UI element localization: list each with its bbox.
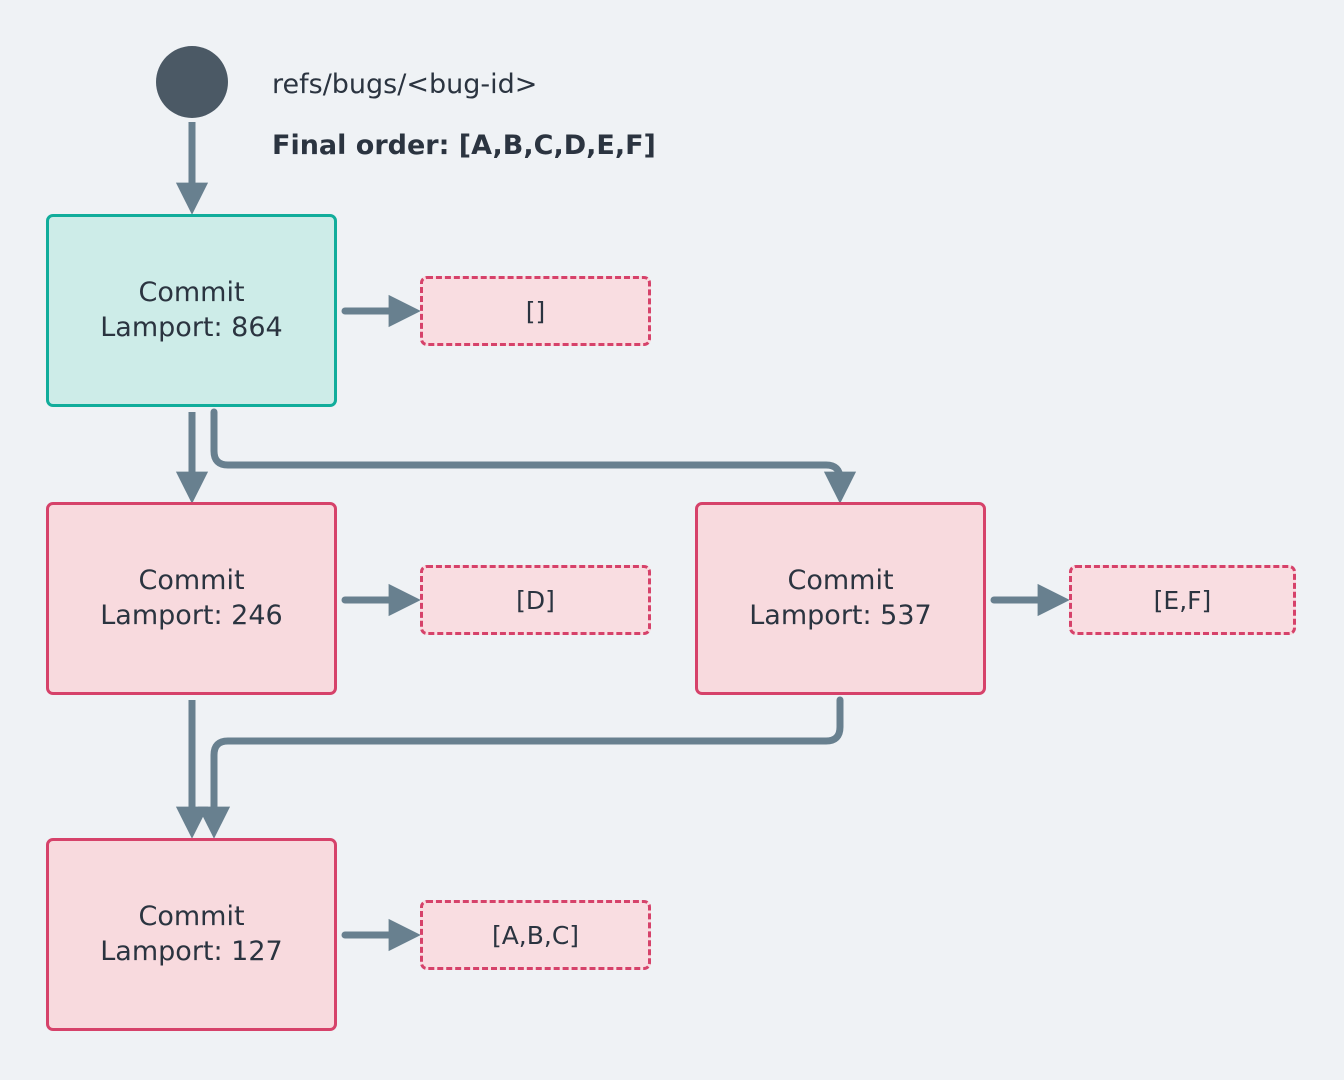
start-dot [156,46,228,118]
edge-864-to-537 [210,408,857,504]
commit-node-537[interactable]: Commit Lamport: 537 [695,502,986,695]
commit-node-127-title: Commit [138,900,245,932]
commit-node-246-title: Commit [138,564,245,596]
annotation-box-537: [E,F] [1069,565,1296,635]
final-order-label: Final order: [A,B,C,D,E,F] [272,130,656,161]
commit-node-246[interactable]: Commit Lamport: 246 [46,502,337,695]
annotation-box-246: [D] [420,565,651,635]
commit-node-864-lamport: Lamport: 864 [100,311,283,343]
edge-537-to-127 [197,696,844,839]
ref-label: refs/bugs/<bug-id> [272,69,538,100]
commit-node-864[interactable]: Commit Lamport: 864 [46,214,337,407]
commit-node-537-title: Commit [787,564,894,596]
annotation-box-127: [A,B,C] [420,900,651,970]
annotation-box-864: [] [420,276,651,346]
commit-node-246-lamport: Lamport: 246 [100,599,283,631]
commit-node-127-lamport: Lamport: 127 [100,935,283,967]
commit-node-127[interactable]: Commit Lamport: 127 [46,838,337,1031]
commit-node-537-lamport: Lamport: 537 [749,599,932,631]
commit-node-864-title: Commit [138,276,245,308]
